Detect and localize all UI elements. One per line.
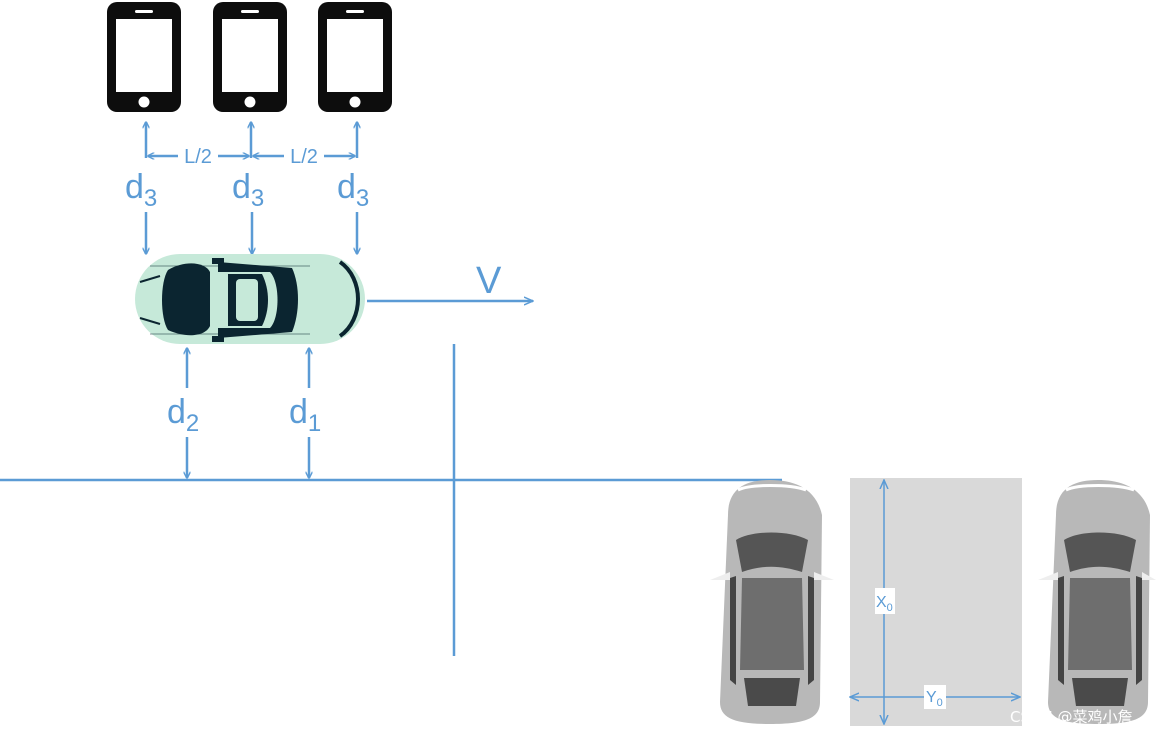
slot-length-label: X0 [876,594,893,614]
phone-icon [213,2,287,112]
distance-1-label: d1 [289,393,321,437]
distance-2-label: d2 [167,393,199,437]
parked-car-icon [710,480,834,724]
half-spacing-label: L/2 [184,146,212,168]
phone-icon [318,2,392,112]
velocity-label: V [476,260,502,302]
watermark: CSDN @菜鸡小詹 [1010,708,1133,726]
moving-car-icon [135,254,365,344]
phone-distance-label: d3 [232,168,264,212]
slot-width-label: Y0 [926,689,943,709]
phone-distance-label: d3 [337,168,369,212]
phone-icon [107,2,181,112]
parked-car-icon [1038,480,1156,724]
half-spacing-label: L/2 [290,146,318,168]
phone-distance-label: d3 [125,168,157,212]
